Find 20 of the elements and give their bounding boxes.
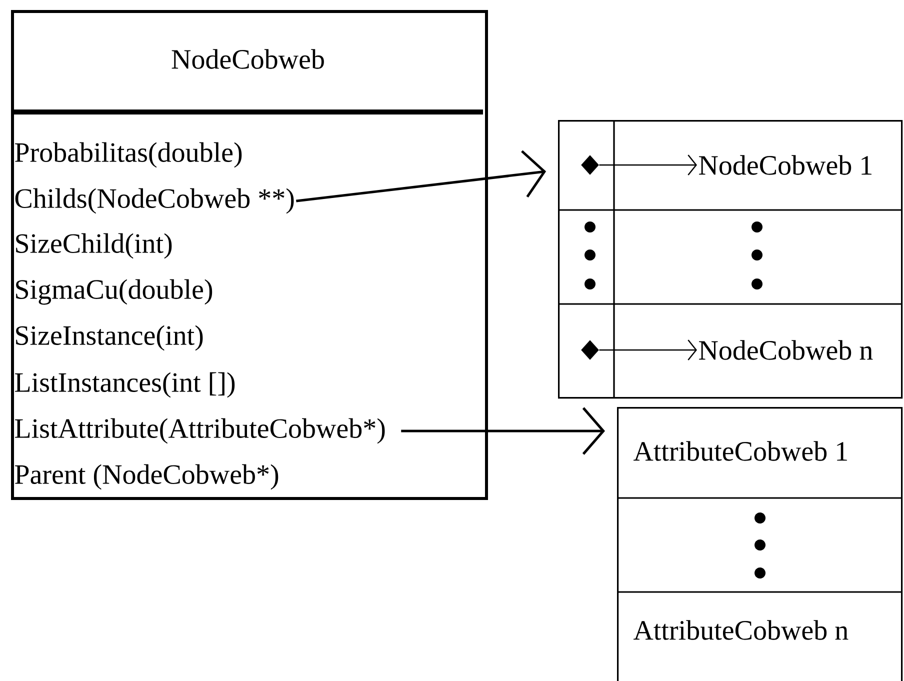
- attribute-text: SizeInstance(int): [16, 325, 203, 351]
- attribute-text: Parent (NodeCobweb*): [15, 464, 278, 490]
- arrow: [296, 150, 546, 202]
- attribute-text: Probabilitas(double): [15, 142, 242, 168]
- attribute-text: SizeChild(int): [16, 233, 172, 259]
- attribute-text: ListInstances(int []): [15, 372, 235, 398]
- array-box: [616, 407, 903, 681]
- item-text: NodeCobweb n: [699, 340, 873, 360]
- item-text: AttributeCobweb n: [633, 620, 848, 640]
- arrow: [401, 407, 605, 455]
- attribute-text: SigmaCu(double): [16, 279, 212, 305]
- item-text: AttributeCobweb 1: [633, 441, 847, 461]
- diamond-marker: [581, 340, 599, 360]
- arrow: [599, 340, 697, 360]
- item-text: NodeCobweb 1: [699, 155, 872, 175]
- array-box: [557, 119, 903, 399]
- diamond-marker: [581, 155, 599, 175]
- arrow: [599, 154, 697, 176]
- attribute-text: Childs(NodeCobweb **): [15, 188, 294, 214]
- attribute-text: ListAttribute(AttributeCobweb*): [15, 418, 385, 444]
